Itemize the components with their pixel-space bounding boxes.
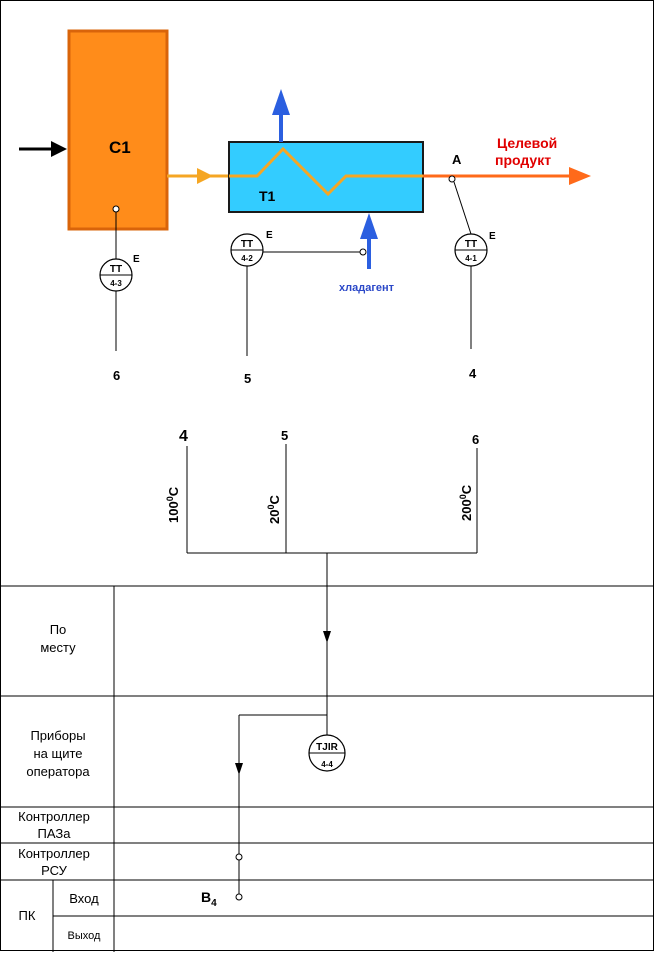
signal-5-value: 200C [266, 495, 282, 524]
coolant-label: хладагент [339, 282, 395, 294]
product-line-arrow [569, 167, 591, 185]
tt41-impulse-line [453, 181, 472, 235]
coolant-sensor-point [359, 248, 367, 256]
tt41-top: TT [465, 239, 477, 250]
point-a-label: A [452, 152, 462, 167]
row-paz-label-1: Контроллер [18, 809, 90, 824]
exchanger-t1-label: T1 [259, 188, 276, 204]
column-c1-label: C1 [109, 138, 131, 157]
tt42-sup: E [266, 230, 273, 241]
signal-6-number: 6 [472, 432, 479, 447]
signal-6-value: 2000C [458, 484, 474, 521]
instrument-tt-4-1: TT 4-1 E [454, 231, 496, 267]
tt41-sup: E [489, 231, 496, 242]
product-label-line2: продукт [495, 152, 551, 168]
tt41-bottom: 4-1 [465, 254, 477, 263]
row-rsu-label-2: РСУ [41, 863, 67, 878]
row-panel-label-2: на щите [33, 746, 82, 761]
coolant-in-arrow [360, 213, 378, 239]
tjir-top: TJIR [316, 742, 338, 753]
output-b4-label: B4 [201, 889, 217, 909]
exchanger-coil [229, 146, 423, 197]
product-label-line1: Целевой [497, 135, 557, 151]
location-table [1, 585, 654, 952]
row-pk-in-label: Вход [69, 891, 99, 906]
tt42-top: TT [241, 239, 253, 250]
instrument-tt-4-2: TT 4-2 E [230, 230, 273, 267]
tt43-bottom: 4-3 [110, 279, 122, 288]
row-pk-label: ПК [19, 908, 36, 923]
row-rsu-label-1: Контроллер [18, 846, 90, 861]
instrument-tjir-4-4: TJIR 4-4 [308, 734, 346, 772]
controller-line-arrow [235, 763, 243, 775]
tt42-line-number: 5 [244, 371, 251, 386]
row-local-label-1: По [50, 622, 67, 637]
instrument-tt-4-3: TT 4-3 E [99, 254, 140, 292]
tjir-bottom: 4-4 [321, 760, 333, 769]
row-panel-label-3: оператора [26, 764, 90, 779]
row-pk-out-label: Выход [68, 930, 101, 942]
tt43-line-number: 6 [113, 368, 120, 383]
column-c1 [67, 29, 169, 231]
pk-in-node [235, 893, 243, 901]
tt43-top: TT [110, 264, 122, 275]
signal-trunk-arrow [323, 631, 331, 643]
signal-4-value: 1000C [165, 486, 181, 523]
signal-5-number: 5 [281, 428, 288, 443]
rsu-node [235, 853, 243, 861]
tt42-bottom: 4-2 [241, 254, 253, 263]
tt41-line-number: 4 [469, 366, 477, 381]
feed-arrow-head [51, 141, 67, 157]
row-panel-label-1: Приборы [30, 728, 85, 743]
tt43-sup: E [133, 254, 140, 265]
point-a-sensor [448, 175, 456, 183]
c1-sensor-point [112, 205, 120, 213]
vapor-out-arrow [272, 89, 290, 115]
row-paz-label-2: ПАЗа [38, 826, 72, 841]
process-line-arrow [197, 168, 213, 184]
row-local-label-2: месту [40, 640, 76, 655]
signal-4-number: 4 [179, 428, 188, 445]
